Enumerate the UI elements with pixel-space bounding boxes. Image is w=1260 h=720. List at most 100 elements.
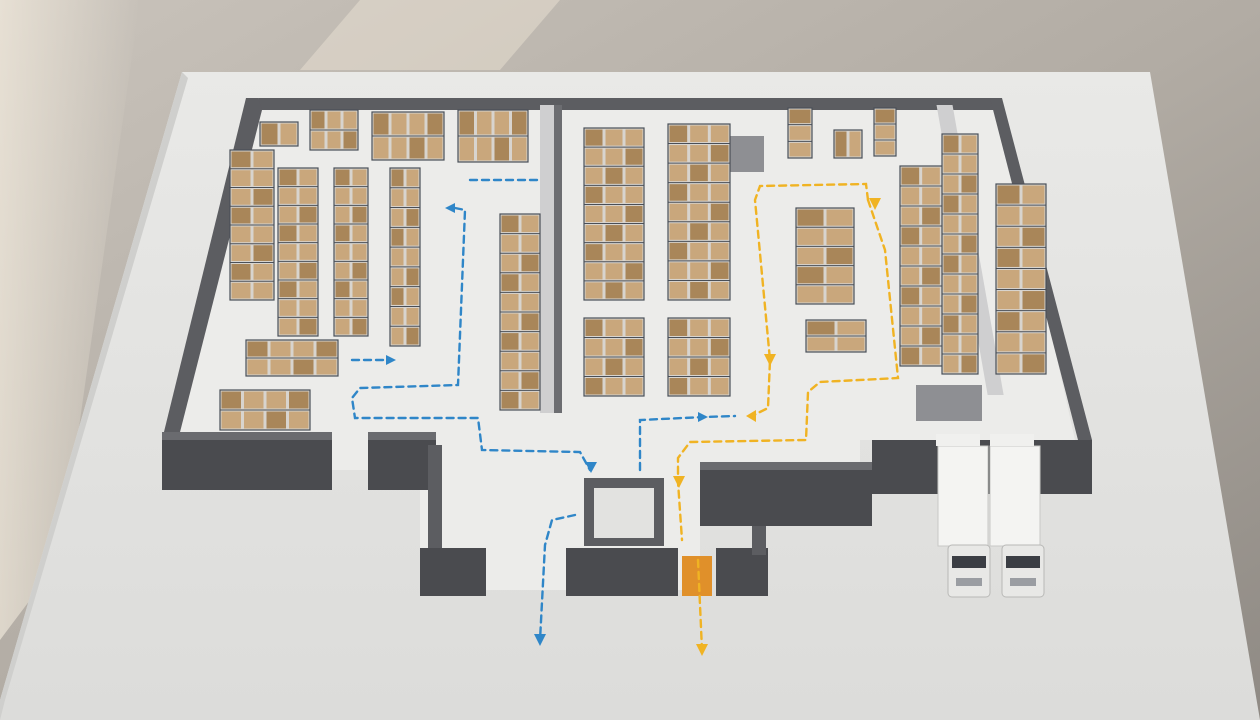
cardboard-box-icon — [997, 291, 1020, 310]
cardboard-box-icon — [406, 169, 419, 187]
cardboard-box-icon — [279, 206, 297, 223]
cardboard-box-icon — [710, 223, 729, 240]
cardboard-box-icon — [352, 300, 367, 316]
cardboard-box-icon — [521, 215, 539, 233]
wall-annex-left — [428, 445, 442, 555]
wall-top — [258, 98, 1000, 110]
cardboard-box-icon — [961, 255, 977, 273]
cardboard-box-icon — [943, 315, 959, 333]
cardboard-box-icon — [797, 247, 824, 265]
cardboard-box-icon — [807, 337, 835, 351]
cardboard-box-icon — [585, 148, 603, 165]
cardboard-box-icon — [669, 319, 688, 336]
cardboard-box-icon — [997, 354, 1020, 373]
storage-rack-icon — [873, 107, 897, 157]
arrow-icon — [534, 634, 546, 646]
cardboard-box-icon — [391, 113, 407, 135]
storage-rack-icon — [583, 317, 645, 397]
cardboard-box-icon — [293, 341, 314, 357]
cardboard-box-icon — [299, 188, 317, 204]
cardboard-box-icon — [605, 129, 623, 146]
cardboard-box-icon — [605, 167, 623, 184]
cardboard-box-icon — [299, 318, 317, 335]
cardboard-box-icon — [299, 244, 317, 260]
cardboard-box-icon — [961, 295, 977, 313]
cardboard-box-icon — [501, 293, 519, 311]
cardboard-box-icon — [943, 195, 959, 213]
cardboard-box-icon — [797, 209, 824, 226]
cardboard-box-icon — [352, 318, 367, 335]
cardboard-box-icon — [669, 281, 688, 299]
cardboard-box-icon — [279, 318, 297, 335]
cardboard-box-icon — [690, 281, 708, 299]
cardboard-box-icon — [244, 411, 264, 429]
cardboard-box-icon — [391, 169, 404, 187]
cardboard-box-icon — [521, 293, 539, 311]
cardboard-box-icon — [266, 391, 286, 409]
cardboard-box-icon — [352, 225, 367, 242]
cardboard-box-icon — [477, 111, 492, 135]
cardboard-box-icon — [826, 209, 853, 226]
cardboard-box-icon — [585, 378, 603, 395]
cardboard-box-icon — [335, 262, 350, 279]
cardboard-box-icon — [585, 263, 603, 280]
cardboard-box-icon — [625, 339, 643, 356]
cardboard-box-icon — [391, 228, 404, 246]
cardboard-box-icon — [391, 288, 404, 305]
cardboard-box-icon — [669, 184, 688, 201]
cardboard-box-icon — [943, 215, 959, 233]
cardboard-box-icon — [352, 206, 367, 223]
cardboard-box-icon — [266, 411, 286, 429]
cardboard-box-icon — [585, 129, 603, 146]
cardboard-box-icon — [391, 248, 404, 266]
cardboard-box-icon — [625, 319, 643, 336]
cardboard-box-icon — [625, 205, 643, 223]
cardboard-box-icon — [335, 281, 350, 298]
cardboard-box-icon — [835, 131, 847, 157]
cardboard-box-icon — [710, 262, 729, 279]
cardboard-box-icon — [943, 355, 959, 373]
wall-annex-bottom — [420, 548, 486, 596]
cardboard-box-icon — [922, 287, 940, 305]
cardboard-box-icon — [690, 184, 708, 201]
cardboard-box-icon — [605, 244, 623, 261]
cardboard-box-icon — [335, 169, 350, 186]
cardboard-box-icon — [1022, 269, 1045, 289]
cardboard-box-icon — [797, 286, 824, 303]
cardboard-box-icon — [311, 111, 325, 129]
cardboard-box-icon — [922, 227, 940, 245]
arrow-icon — [698, 412, 708, 422]
cardboard-box-icon — [391, 137, 407, 159]
cardboard-box-icon — [961, 355, 977, 373]
cardboard-box-icon — [690, 378, 708, 395]
cardboard-box-icon — [849, 131, 861, 157]
cardboard-box-icon — [521, 372, 539, 389]
cardboard-box-icon — [669, 262, 688, 279]
storage-rack-icon — [309, 109, 359, 151]
cardboard-box-icon — [521, 391, 539, 409]
cardboard-box-icon — [690, 223, 708, 240]
cardboard-box-icon — [797, 267, 824, 284]
wall-bottom-left — [162, 438, 332, 490]
cardboard-box-icon — [289, 391, 309, 409]
storage-rack-icon — [667, 123, 731, 301]
cardboard-box-icon — [521, 333, 539, 350]
cardboard-box-icon — [943, 255, 959, 273]
cardboard-box-icon — [710, 378, 729, 395]
cardboard-box-icon — [494, 137, 509, 161]
wall-bottom-left2 — [368, 438, 436, 490]
cardboard-box-icon — [221, 391, 241, 409]
cardboard-box-icon — [826, 228, 853, 245]
cardboard-box-icon — [922, 327, 940, 345]
cardboard-box-icon — [943, 235, 959, 253]
cardboard-box-icon — [335, 188, 350, 204]
cardboard-box-icon — [789, 126, 811, 140]
cardboard-box-icon — [901, 347, 920, 365]
storage-rack-icon — [667, 317, 731, 397]
cardboard-box-icon — [244, 391, 264, 409]
cardboard-box-icon — [261, 123, 278, 145]
cardboard-box-icon — [690, 164, 708, 182]
cardboard-box-icon — [279, 169, 297, 186]
cardboard-box-icon — [625, 148, 643, 165]
cardboard-box-icon — [997, 185, 1020, 204]
